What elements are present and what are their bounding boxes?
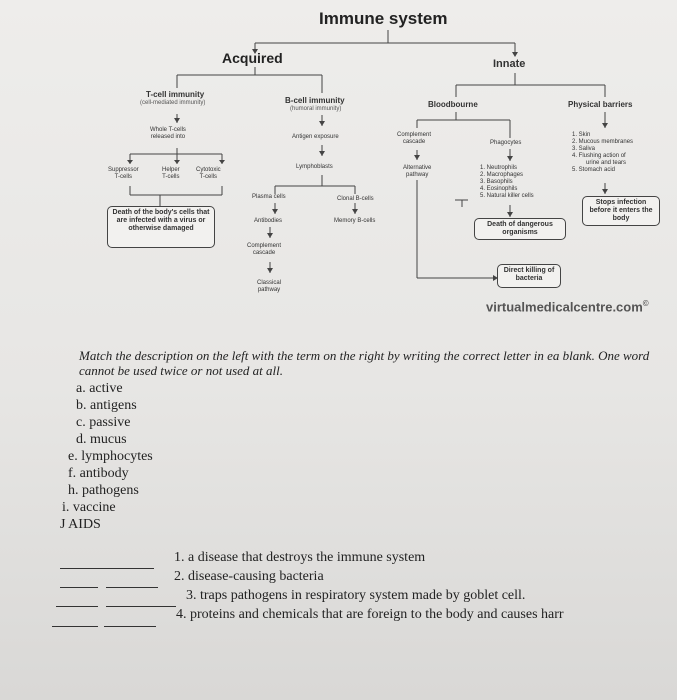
death-dangerous-organisms-box: Death of dangerous organisms [474, 218, 566, 240]
term-item: i. vaccine [62, 500, 116, 515]
answer-blank-4b[interactable] [104, 625, 156, 627]
acquired-label: Acquired [222, 50, 283, 66]
plasma-cells-label: Plasma cells [252, 194, 286, 200]
answer-blank-2b[interactable] [106, 586, 158, 588]
term-item: e. lymphocytes [68, 449, 153, 464]
antigen-exposure-label: Antigen exposure [292, 134, 339, 140]
death-infected-cells-box: Death of the body's cells that are infec… [107, 206, 215, 248]
diagram-title: Immune system [319, 9, 448, 28]
term-item: d. mucus [76, 432, 127, 447]
memory-bcells-label: Memory B-cells [334, 218, 376, 224]
answer-blank-4a[interactable] [52, 625, 98, 627]
bcell-immunity-sub: (humoral immunity) [290, 106, 342, 112]
tcell-immunity-sub: (cell-mediated immunity) [140, 100, 206, 106]
lymphoblasts-label: Lymphoblasts [296, 164, 333, 170]
barrier-list: 1. Skin 2. Mucous membranes 3. Saliva 4.… [572, 132, 634, 173]
phagocyte-list: 1. Neutrophils 2. Macrophages 3. Basophi… [480, 165, 534, 199]
direct-killing-box: Direct killing of bacteria [497, 264, 561, 288]
question-3: 3. traps pathogens in respiratory system… [186, 588, 526, 603]
question-1: 1. a disease that destroys the immune sy… [174, 550, 426, 565]
bloodbourne-label: Bloodbourne [428, 100, 478, 109]
answer-blank-1[interactable] [60, 567, 154, 569]
stops-infection-box: Stops infection before it enters the bod… [582, 196, 660, 226]
terms-list: a. active b. antigens c. passive d. mucu… [60, 380, 153, 533]
site-credit: virtualmedicalcentre.com© [486, 299, 649, 315]
question-2: 2. disease-causing bacteria [174, 569, 324, 584]
instructions-text: Match the description on the left with t… [79, 348, 650, 378]
question-4: 4. proteins and chemicals that are forei… [176, 607, 564, 622]
innate-label: Innate [493, 58, 526, 70]
physical-barriers-label: Physical barriers [568, 100, 633, 109]
tcell-immunity-label: T-cell immunity [146, 90, 205, 99]
clonal-bcells-label: Clonal B-cells [337, 196, 374, 202]
term-item: b. antigens [76, 398, 137, 413]
term-item: c. passive [76, 415, 131, 430]
phagocytes-label: Phagocytes [490, 140, 522, 146]
answer-blank-2a[interactable] [60, 586, 98, 588]
bcell-immunity-label: B-cell immunity [285, 96, 345, 105]
diagram-connectors [127, 30, 608, 281]
answer-blank-3b[interactable] [106, 605, 176, 607]
term-item: f. antibody [68, 466, 129, 481]
term-item: h. pathogens [68, 483, 139, 498]
answer-blank-3a[interactable] [56, 605, 98, 607]
term-item: J AIDS [60, 517, 101, 532]
term-item: a. active [76, 381, 123, 396]
antibodies-label: Antibodies [254, 218, 283, 224]
